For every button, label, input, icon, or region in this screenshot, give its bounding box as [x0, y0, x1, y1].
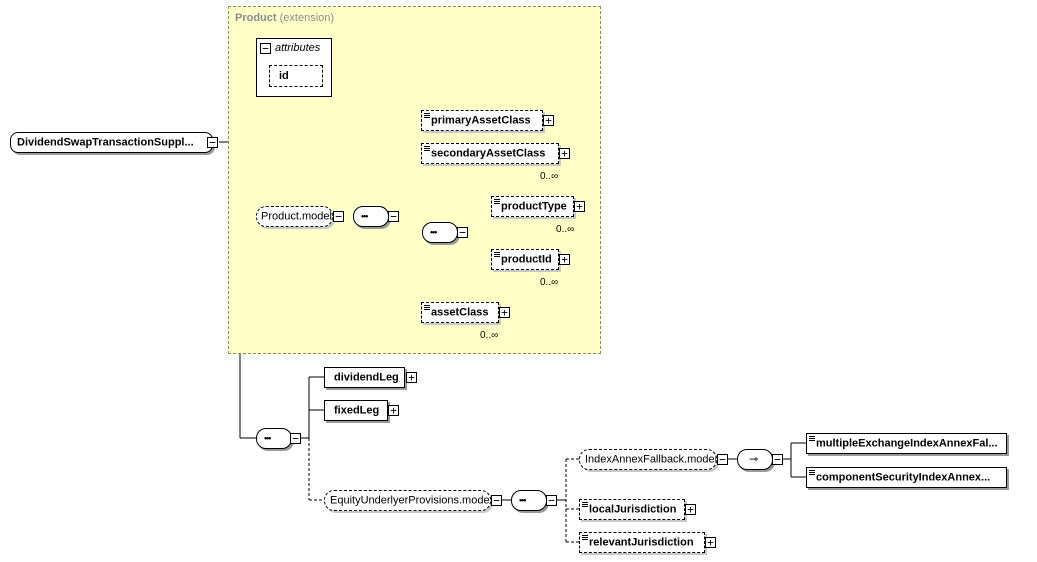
- documentation-icon: [494, 252, 500, 257]
- index-annex-fallback-model-label: IndexAnnexFallback.model: [585, 453, 717, 465]
- product-id-label: productId: [501, 253, 552, 265]
- attribute-id[interactable]: id: [269, 65, 323, 87]
- root-element-node[interactable]: DividendSwapTransactionSuppl...: [10, 132, 213, 153]
- product-type-occurrence: 0..∞: [556, 224, 575, 235]
- index-model-collapse-button[interactable]: −: [717, 454, 728, 465]
- extension-suffix: (extension): [279, 12, 335, 24]
- documentation-icon: [424, 113, 430, 118]
- multiple-exchange-label: multipleExchangeIndexAnnexFal...: [816, 437, 998, 449]
- secondary-asset-class-occurrence: 0..∞: [540, 171, 559, 182]
- documentation-icon: [494, 199, 500, 204]
- extension-name: Product: [235, 12, 277, 24]
- multiple-exchange-index-annex-fallback-element[interactable]: multipleExchangeIndexAnnexFal...: [806, 433, 1007, 454]
- component-security-index-annex-element[interactable]: componentSecurityIndexAnnex...: [806, 467, 1007, 488]
- documentation-icon: [582, 535, 588, 540]
- sequence-compositor[interactable]: •••: [353, 206, 389, 227]
- primary-asset-class-label: primaryAssetClass: [431, 114, 531, 126]
- sequence-collapse-button[interactable]: −: [388, 211, 399, 222]
- local-jurisdiction-expand-button[interactable]: +: [685, 504, 696, 515]
- equity-underlyer-provisions-model-group[interactable]: EquityUnderlyerProvisions.model: [324, 490, 491, 511]
- relevant-jurisdiction-element[interactable]: relevantJurisdiction: [579, 532, 705, 553]
- asset-class-expand-button[interactable]: +: [499, 307, 510, 318]
- documentation-icon: [809, 436, 815, 441]
- attribute-id-label: id: [279, 70, 289, 82]
- product-id-element[interactable]: productId: [491, 249, 559, 270]
- component-security-label: componentSecurityIndexAnnex...: [816, 471, 991, 483]
- attributes-collapse-button[interactable]: −: [260, 43, 271, 54]
- equity-model-collapse-button[interactable]: −: [491, 495, 502, 506]
- documentation-icon: [424, 146, 430, 151]
- sequence-compositor[interactable]: •••: [422, 222, 458, 243]
- fixed-leg-element[interactable]: fixedLeg: [324, 400, 388, 421]
- documentation-icon: [424, 305, 430, 310]
- secondary-asset-class-expand-button[interactable]: +: [559, 148, 570, 159]
- choice-icon: ⊸: [749, 453, 758, 465]
- choice-collapse-button[interactable]: −: [772, 454, 783, 465]
- relevant-jurisdiction-label: relevantJurisdiction: [589, 536, 694, 548]
- product-id-occurrence: 0..∞: [540, 277, 559, 288]
- product-type-label: productType: [501, 200, 567, 212]
- attributes-group: − attributes id: [256, 38, 332, 97]
- sequence-icon: •••: [430, 227, 438, 237]
- sequence-collapse-button[interactable]: −: [546, 495, 557, 506]
- primary-asset-class-element[interactable]: primaryAssetClass: [421, 110, 543, 131]
- root-element-label: DividendSwapTransactionSuppl...: [17, 136, 194, 148]
- secondary-asset-class-label: secondaryAssetClass: [431, 147, 546, 159]
- documentation-icon: [809, 470, 815, 475]
- sequence-icon: •••: [519, 495, 527, 505]
- product-type-element[interactable]: productType: [491, 196, 574, 217]
- asset-class-element[interactable]: assetClass: [421, 302, 499, 323]
- choice-compositor[interactable]: ⊸: [737, 449, 773, 470]
- equity-underlyer-provisions-model-label: EquityUnderlyerProvisions.model: [330, 494, 491, 506]
- dividend-leg-label: dividendLeg: [334, 371, 399, 383]
- fixed-leg-expand-button[interactable]: +: [388, 405, 399, 416]
- dividend-leg-element[interactable]: dividendLeg: [324, 367, 405, 388]
- asset-class-occurrence: 0..∞: [480, 330, 499, 341]
- product-model-group[interactable]: Product.model: [256, 206, 333, 227]
- relevant-jurisdiction-expand-button[interactable]: +: [705, 537, 716, 548]
- primary-asset-class-expand-button[interactable]: +: [543, 115, 554, 126]
- secondary-asset-class-element[interactable]: secondaryAssetClass: [421, 143, 559, 164]
- dividend-leg-expand-button[interactable]: +: [406, 372, 417, 383]
- local-jurisdiction-label: localJurisdiction: [589, 503, 677, 515]
- index-annex-fallback-model-group[interactable]: IndexAnnexFallback.model: [579, 449, 717, 470]
- sequence-compositor[interactable]: •••: [511, 490, 547, 511]
- root-collapse-button[interactable]: −: [207, 137, 218, 148]
- product-id-expand-button[interactable]: +: [559, 254, 570, 265]
- sequence-collapse-button[interactable]: −: [290, 433, 301, 444]
- local-jurisdiction-element[interactable]: localJurisdiction: [579, 499, 685, 520]
- product-model-collapse-button[interactable]: −: [333, 211, 344, 222]
- documentation-icon: [582, 502, 588, 507]
- fixed-leg-label: fixedLeg: [334, 404, 380, 416]
- sequence-collapse-button[interactable]: −: [457, 227, 468, 238]
- sequence-icon: •••: [361, 211, 369, 221]
- product-model-label: Product.model: [261, 210, 332, 222]
- attributes-label: attributes: [275, 42, 321, 54]
- asset-class-label: assetClass: [431, 306, 489, 318]
- extension-title: Product (extension): [235, 12, 334, 24]
- sequence-compositor[interactable]: •••: [256, 428, 292, 449]
- sequence-icon: •••: [264, 433, 272, 443]
- product-type-expand-button[interactable]: +: [574, 201, 585, 212]
